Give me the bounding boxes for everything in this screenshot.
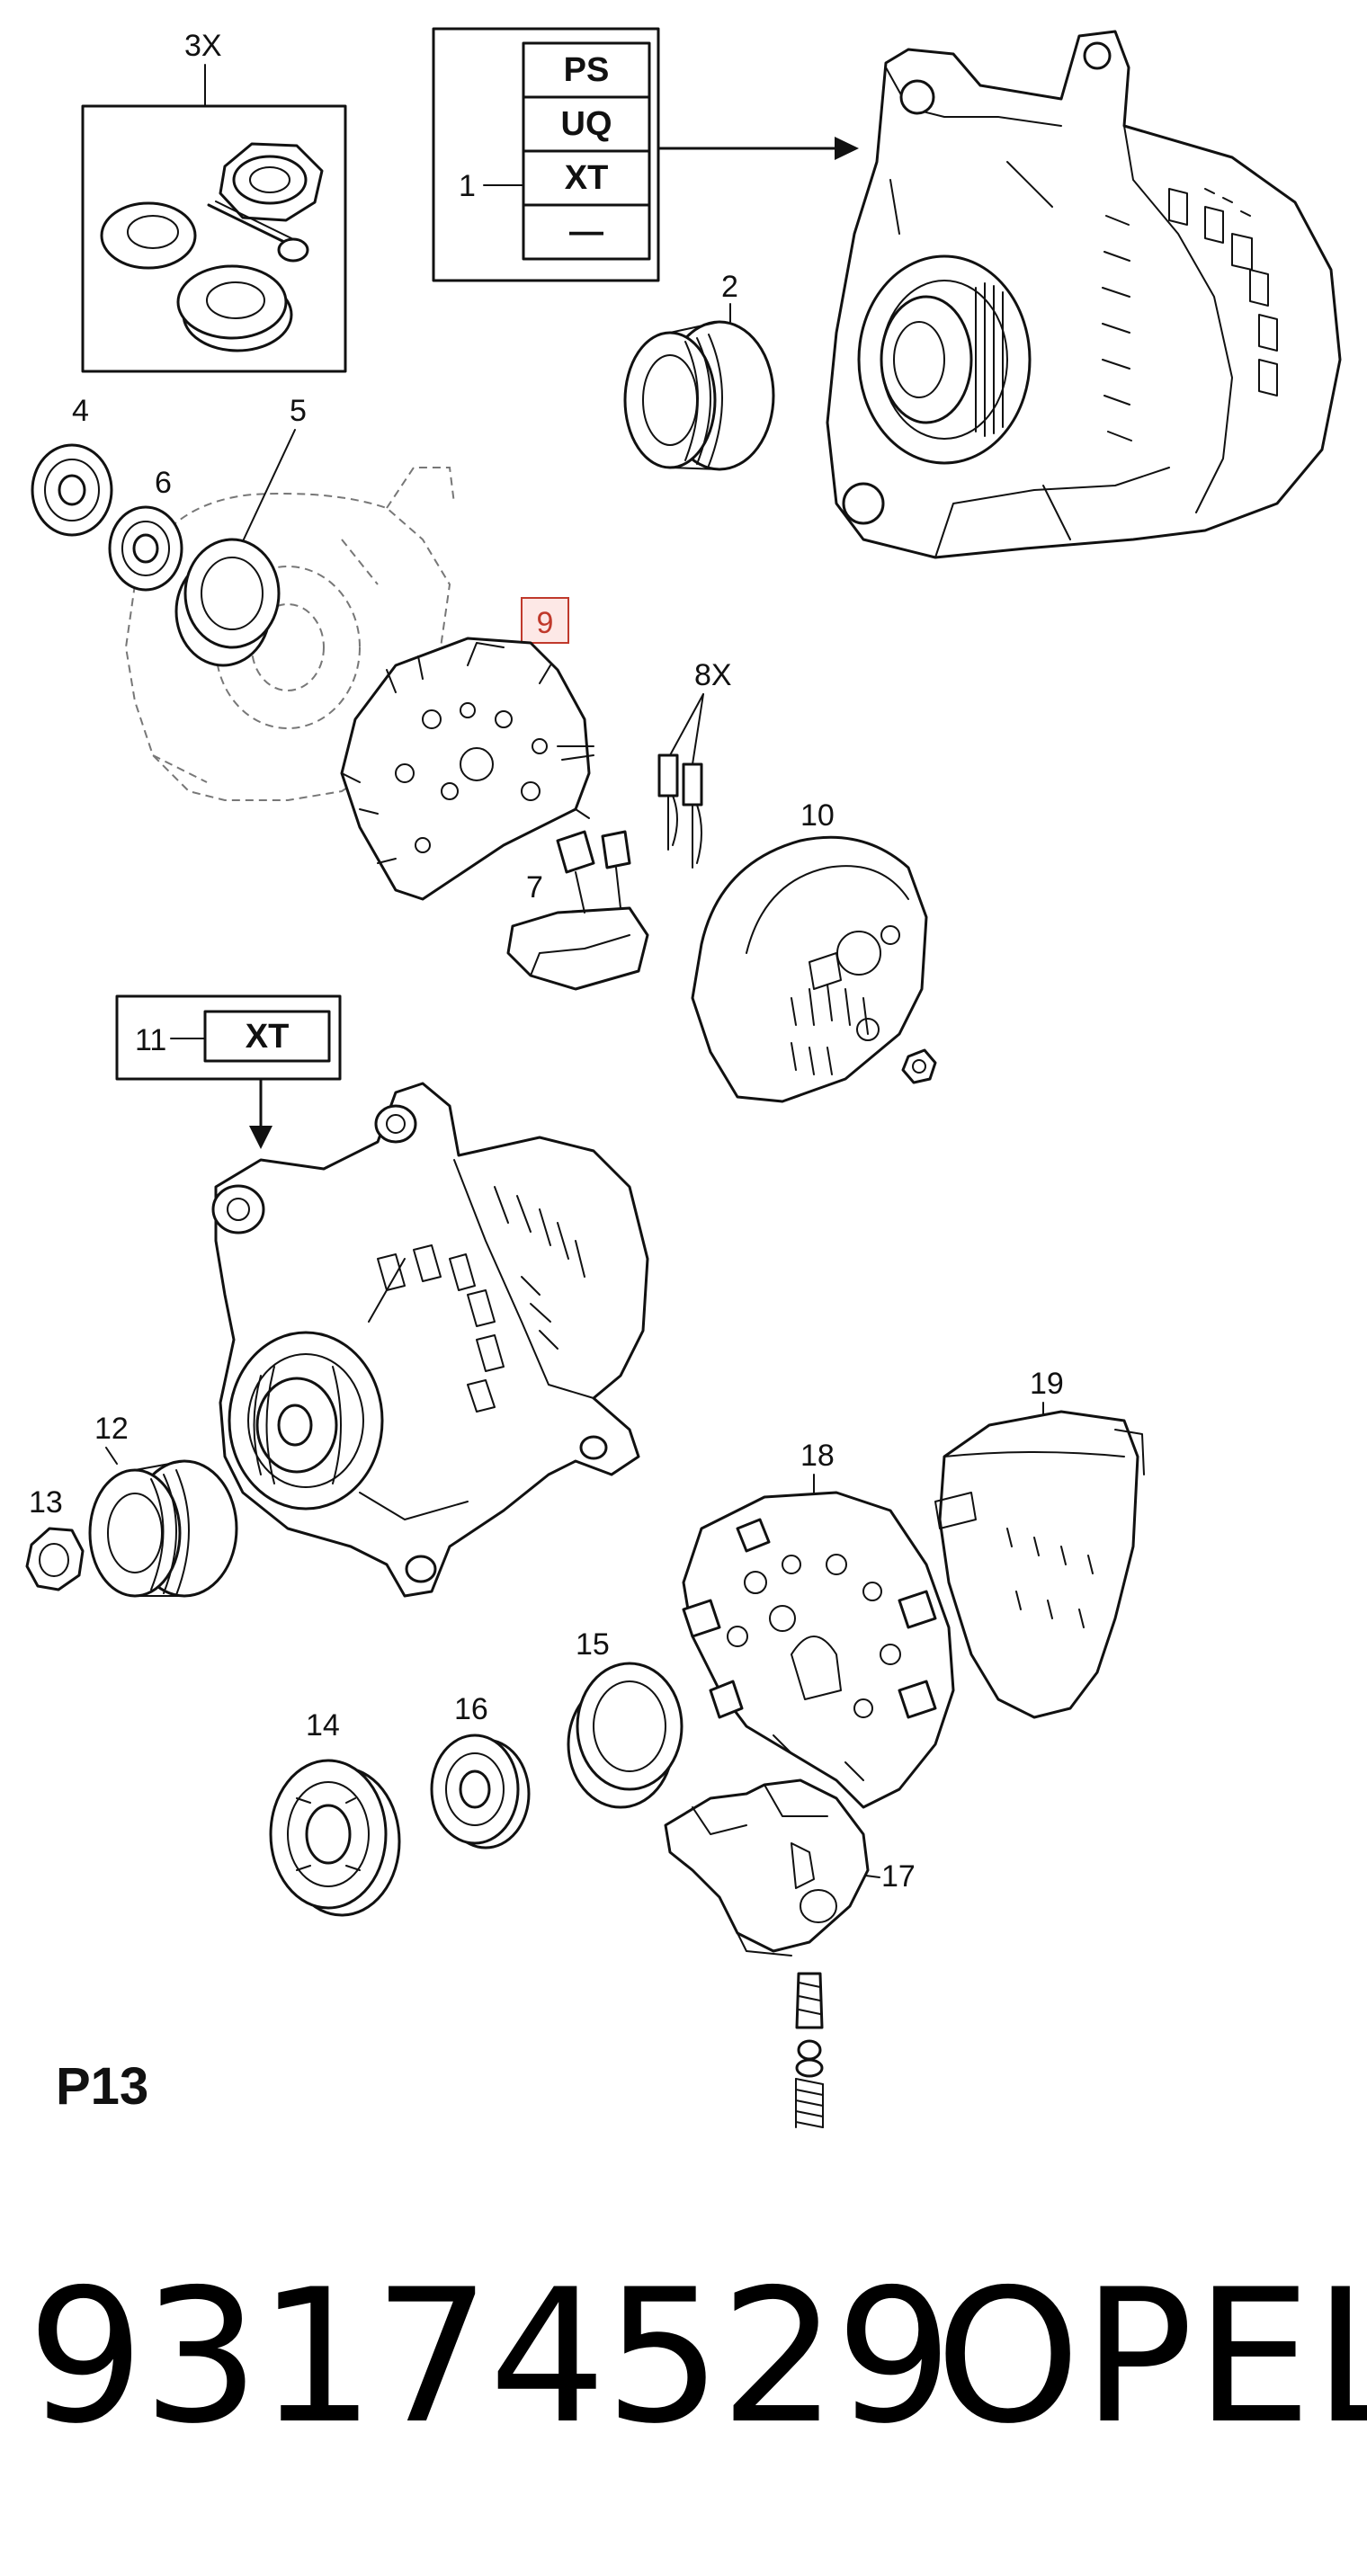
part-number: 93174529: [27, 2251, 952, 2465]
callout-1: 1: [459, 169, 476, 203]
variant-code-bottom: XT: [246, 1018, 290, 1056]
spring-assembly-icon: [795, 1972, 824, 2128]
callout-15: 15: [576, 1627, 610, 1662]
variant-frame-top: [432, 27, 660, 282]
callout-17: 17: [881, 1859, 916, 1894]
hardware-kit-group: 3X: [81, 29, 347, 373]
kit-spacer-icon: [176, 264, 293, 352]
variant-frame-bottom: [115, 994, 342, 1081]
variant-box-top: PS UQ XT — 1: [432, 27, 859, 282]
arrow-to-alternator-bottom: [249, 1126, 273, 1149]
bearing-16-icon: 16: [430, 1692, 531, 1850]
variant-code-uq: UQ: [561, 105, 612, 143]
regulator-17-icon: 17: [664, 1778, 916, 1957]
pulley-12-icon: 12: [88, 1412, 238, 1598]
brushes-label: 8X: [694, 658, 732, 692]
alternator-bottom-icon: [211, 1082, 649, 1598]
kit-label: 3X: [184, 29, 222, 63]
callout-5: 5: [290, 394, 307, 428]
callout-11: 11: [135, 1023, 166, 1057]
footer: 93174529 OPEL: [0, 2266, 1367, 2473]
variant-code-ps: PS: [564, 51, 610, 89]
variant-code-xt: XT: [565, 159, 609, 197]
cover-10-icon: 10: [691, 798, 937, 1103]
ring-5-icon: 5: [174, 394, 307, 667]
variant-code-dash: —: [569, 213, 603, 251]
callout-12: 12: [94, 1412, 129, 1446]
regulator-7-icon: 7: [506, 830, 649, 991]
highlight-box-9: [521, 597, 569, 644]
callout-2: 2: [721, 270, 738, 304]
callout-13: 13: [29, 1485, 63, 1520]
callout-18: 18: [800, 1439, 835, 1473]
callout-7: 7: [526, 870, 543, 905]
callout-9: 9: [537, 606, 554, 640]
rectifier-18-icon: 18: [682, 1439, 955, 1809]
callout-10: 10: [800, 798, 835, 833]
rectifier-9-icon: 9: [340, 597, 594, 901]
alternator-top-icon: [826, 30, 1342, 559]
bearing-14-icon: 14: [269, 1708, 401, 1917]
callout-19: 19: [1030, 1367, 1064, 1401]
bearing-6-icon: 6: [108, 466, 183, 592]
bearing-4-icon: 4: [31, 394, 113, 537]
callout-16: 16: [454, 1692, 488, 1726]
callout-4: 4: [72, 394, 89, 428]
arrow-to-alternator-top: [835, 137, 859, 160]
kit-nut-icon: [219, 142, 324, 222]
ring-15-icon: 15: [567, 1627, 684, 1809]
kit-screw-icon: [207, 201, 309, 263]
brushes-8x-icon: 8X: [657, 658, 732, 869]
callout-6: 6: [155, 466, 172, 500]
kit-box: [81, 104, 347, 373]
variant-code-cell: [203, 1010, 331, 1063]
nut-13-icon: 13: [25, 1485, 85, 1591]
kit-washer-icon: [100, 201, 197, 270]
variant-box-bottom: XT 11: [115, 994, 342, 1149]
brand-name: OPEL: [935, 2251, 1367, 2465]
page-code: P13: [56, 2057, 148, 2116]
pulley-top-icon: 2: [623, 270, 775, 471]
cover-19-icon: 19: [934, 1367, 1145, 1719]
callout-14: 14: [306, 1708, 340, 1743]
